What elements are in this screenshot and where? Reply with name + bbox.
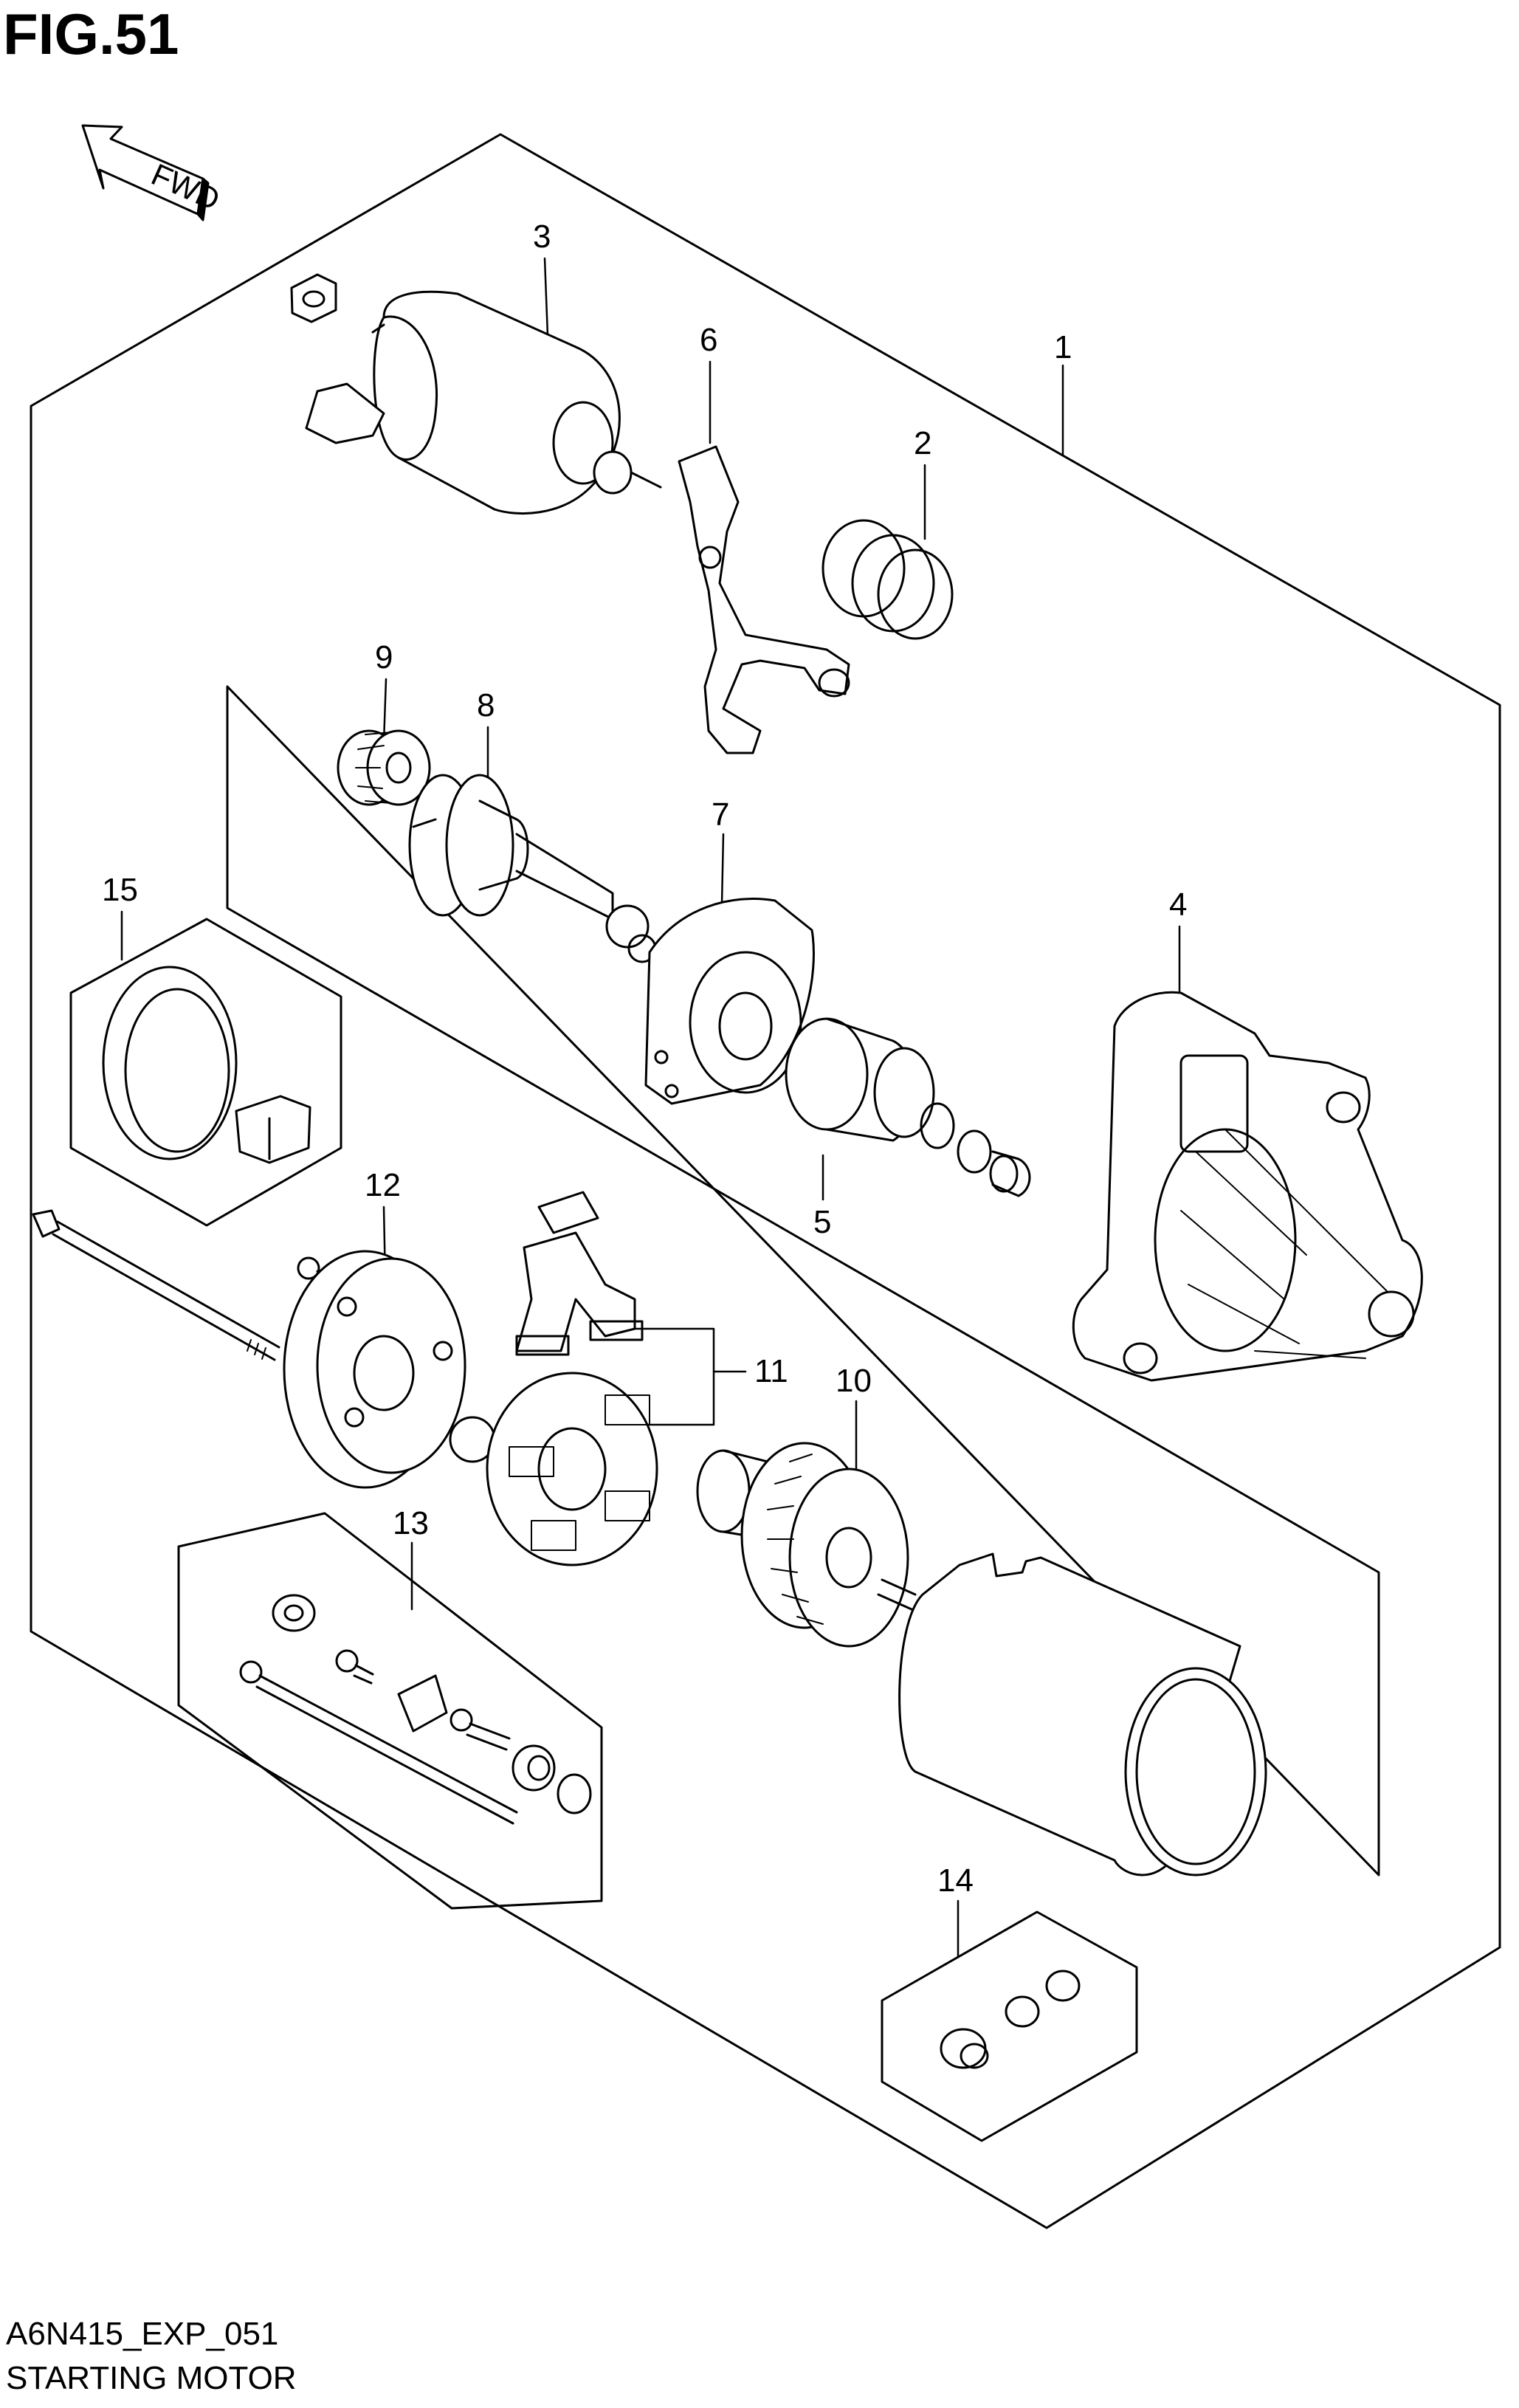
spring-rings [822,519,954,640]
callout-4: 4 [1169,887,1187,923]
figure-title: FIG.51 [3,1,179,66]
ring-cover-kit [102,966,311,1164]
bolt-kit-13 [239,1594,592,1825]
callout-8: 8 [477,687,495,723]
callout-6: 6 [700,322,717,358]
callout-13: 13 [393,1505,429,1541]
callout-5: 5 [813,1204,831,1240]
callout-3: 3 [533,219,551,255]
callout-1: 1 [1054,329,1072,365]
armature [696,1442,917,1648]
idler-gear [337,729,431,806]
magnetic-switch [290,273,662,515]
callout-14: 14 [937,1862,974,1899]
drive-housing [1072,991,1423,1382]
pinion-clutch [785,1017,1031,1197]
figure-code: A6N415_EXP_051 [6,2316,279,2352]
callout-12: 12 [365,1167,401,1203]
shift-lever [678,445,850,754]
callout-7: 7 [712,797,729,833]
assembly-outline [30,133,1501,2229]
bushing-kit-14 [940,1970,1081,2069]
callout-10: 10 [836,1363,872,1399]
callout-15: 15 [102,872,138,908]
callout-2: 2 [914,425,931,461]
front-cover [644,898,815,1105]
callout-labels: 3 6 1 2 9 8 7 4 15 5 12 11 10 13 14 [102,219,1187,1899]
yoke [898,1552,1267,1876]
kit-box-15 [69,918,342,1227]
kit-box-13 [177,1512,603,1910]
gear-shaft [408,774,657,963]
through-bolt-long [32,1209,280,1361]
end-frame [283,1250,466,1489]
figure-name: STARTING MOTOR [6,2360,297,2396]
leader-lines [120,257,1181,1958]
brush-holder [449,1191,658,1566]
callout-9: 9 [375,639,393,675]
kit-box-14 [881,1910,1138,2142]
callout-11: 11 [754,1353,788,1389]
fwd-arrow-icon: FWD [81,124,225,221]
kit-box-8 [226,685,1380,1876]
